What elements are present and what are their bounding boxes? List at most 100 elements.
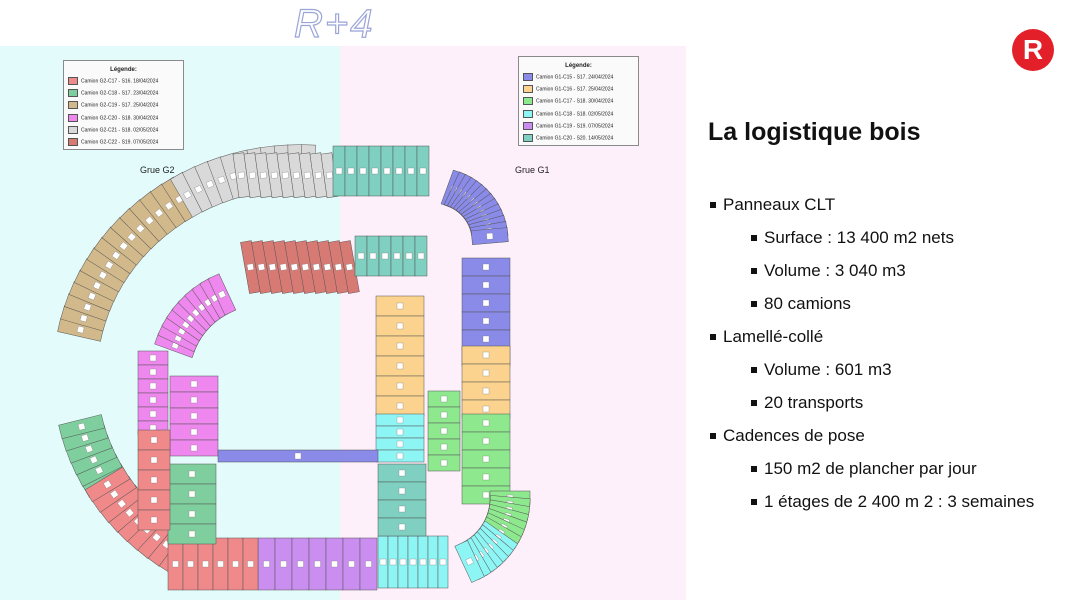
legend-item-label: Camion G2-C18 - S17. 23/04/2024 (81, 90, 159, 97)
panel-tag (111, 250, 121, 260)
bullet-marker-icon (710, 202, 716, 208)
panel-tag (395, 167, 403, 175)
panel-tag (150, 436, 158, 444)
panel-tag (396, 440, 404, 448)
panel-tag (405, 252, 413, 260)
panel-tag (482, 299, 490, 307)
bullet-text: Panneaux CLT (723, 195, 836, 214)
panel-tag (396, 322, 404, 330)
bullet-text: Cadences de pose (723, 426, 865, 445)
panel-tag (359, 167, 367, 175)
panel-tag (396, 416, 404, 424)
slide-title: La logistique bois (708, 118, 921, 146)
panel-tag (439, 558, 447, 566)
panel-tag (144, 216, 154, 225)
panel-tag (482, 405, 490, 413)
legend-item-label: Camion G1-C15 - S17. 24/04/2024 (536, 74, 614, 81)
panel-tag (290, 263, 299, 271)
bullet-item: Volume : 3 040 m3 (710, 260, 1070, 293)
panel-tag (149, 368, 157, 376)
panel-tag (259, 171, 268, 179)
panel-tag (393, 252, 401, 260)
panel-tag (232, 560, 239, 568)
panel-tag (85, 444, 94, 453)
panel-tag (348, 560, 355, 568)
panel-tag (190, 428, 198, 436)
bullet-marker-icon (751, 301, 757, 307)
panel-tag (440, 443, 448, 451)
bullet-list: Panneaux CLT Surface : 13 400 m2 nets Vo… (710, 194, 1070, 524)
panel-tag (79, 314, 88, 323)
panel-tag (263, 560, 270, 568)
panel-tag (365, 560, 372, 568)
panel-tag (383, 167, 391, 175)
panel-tag (152, 532, 162, 542)
legend-item: Camion G1-C20 - S20. 14/05/2024 (519, 133, 638, 146)
bullet-item: Cadences de pose (710, 425, 1070, 458)
panel-tag (396, 302, 404, 310)
panel-tag (150, 476, 158, 484)
panel-tag (482, 263, 490, 271)
panel-tag (294, 452, 302, 460)
legend-swatch (523, 85, 533, 94)
panel-tag (268, 263, 277, 271)
legend-swatch (68, 89, 78, 98)
bullet-item: Volume : 601 m3 (710, 359, 1070, 392)
panel-tag (440, 427, 448, 435)
panel-tag (389, 558, 397, 566)
panel-tag (125, 508, 135, 518)
panel-tag (301, 263, 310, 271)
panel-tag (117, 499, 127, 509)
legend-item: Camion G1-C18 - S18. 02/05/2024 (519, 109, 638, 122)
legend-swatch (523, 97, 533, 106)
legend-item: Camion G2-C18 - S17. 23/04/2024 (64, 89, 183, 101)
panel-tag (482, 335, 490, 343)
legend-g2: Légende: Camion G2-C17 - S16. 18/04/2024… (63, 60, 184, 150)
panel-tag (398, 469, 406, 477)
legend-g1-title: Légende: (565, 63, 592, 69)
legend-item-label: Camion G1-C20 - S20. 14/05/2024 (536, 135, 614, 142)
panel-tag (94, 466, 104, 475)
panel-tag (104, 260, 114, 270)
legend-g2-title: Légende: (110, 67, 137, 73)
panel-tag (482, 491, 490, 499)
panel-tag (281, 171, 290, 179)
crane-g2-label: Grue G2 (140, 165, 175, 175)
panel-tag (419, 558, 427, 566)
legend-item-label: Camion G1-C16 - S17. 25/04/2024 (536, 86, 614, 93)
panel-tag (77, 422, 86, 431)
legend-item-label: Camion G2-C17 - S16. 18/04/2024 (81, 78, 159, 85)
panel-tag (396, 362, 404, 370)
panel-tag (312, 263, 321, 271)
panel-tag (347, 167, 355, 175)
panel-tag (396, 402, 404, 410)
crane-g1-label: Grue G1 (515, 165, 550, 175)
floor-plan: Légende: Camion G2-C17 - S16. 18/04/2024… (0, 46, 686, 600)
panel-tag (149, 354, 157, 362)
panel-layer (57, 144, 531, 591)
panel-tag (150, 516, 158, 524)
bullet-item: 80 camions (710, 293, 1070, 326)
bullet-text: 150 m2 de plancher par jour (764, 459, 977, 478)
panel-tag (482, 317, 490, 325)
panel-tag (188, 470, 196, 478)
panel-tag (188, 530, 196, 538)
bullet-marker-icon (751, 499, 757, 505)
panel-tag (482, 455, 490, 463)
panel-tag (409, 558, 417, 566)
legend-swatch (68, 101, 78, 110)
panel-tag (248, 171, 257, 179)
bullet-item: Lamellé-collé (710, 326, 1070, 359)
bullet-marker-icon (710, 433, 716, 439)
panel-tag (149, 396, 157, 404)
legend-swatch (523, 109, 533, 118)
bullet-item: Surface : 13 400 m2 nets (710, 227, 1070, 260)
panel-tag (217, 560, 224, 568)
panel-tag (325, 171, 334, 179)
legend-swatch (523, 121, 533, 130)
panel-tag (292, 171, 301, 179)
panel-tag (314, 171, 323, 179)
panel-tag (440, 459, 448, 467)
panel-tag (399, 558, 407, 566)
panel-tag (482, 351, 490, 359)
